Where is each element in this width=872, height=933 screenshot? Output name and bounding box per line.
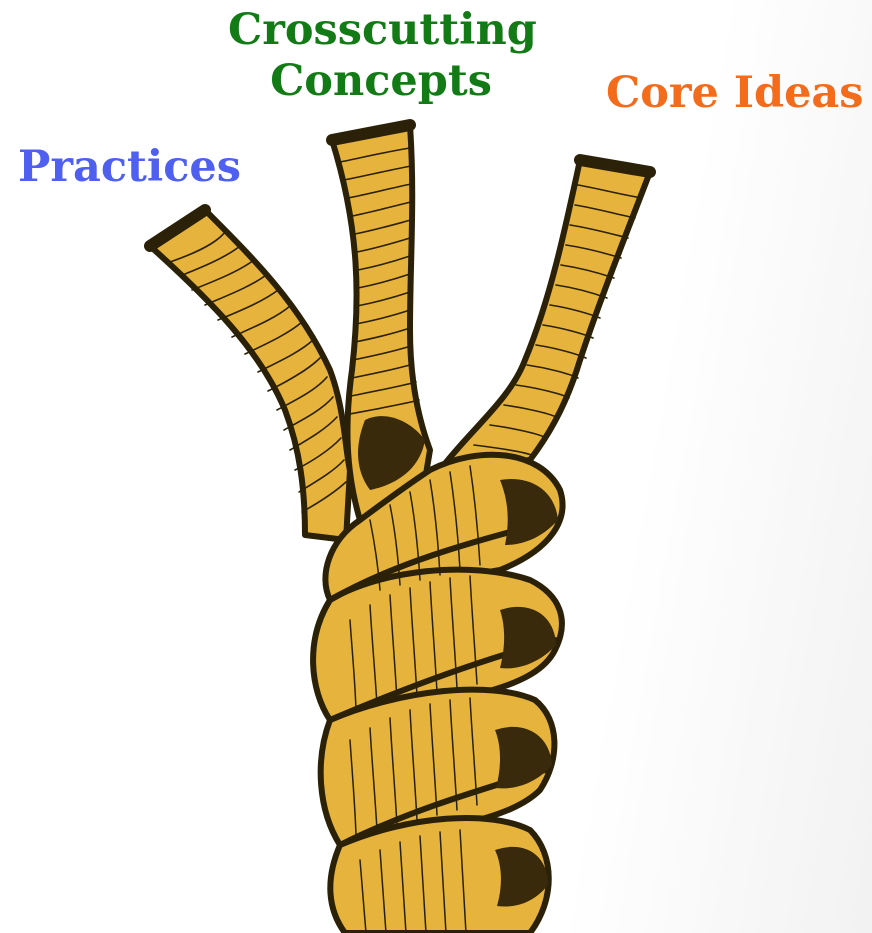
rope-strand-practices <box>147 207 353 543</box>
label-crosscutting-line1: Crosscutting <box>228 5 537 55</box>
rope-coil-4 <box>327 815 552 933</box>
label-core-ideas: Core Ideas <box>606 68 864 118</box>
rope-coil-3 <box>317 686 558 848</box>
label-crosscutting-line2: Concepts <box>270 56 492 106</box>
label-practices: Practices <box>18 142 241 192</box>
rope-strand-core-ideas <box>437 157 653 473</box>
strand-practices-texture <box>169 231 347 513</box>
rope-coil-1 <box>322 451 566 603</box>
strand-shadow <box>358 416 425 490</box>
strand-crosscutting-texture <box>339 147 420 415</box>
strand-core-ideas-texture <box>473 184 643 457</box>
label-crosscutting-concepts: Crosscutting Concepts <box>228 5 537 107</box>
rope-body <box>310 451 566 933</box>
